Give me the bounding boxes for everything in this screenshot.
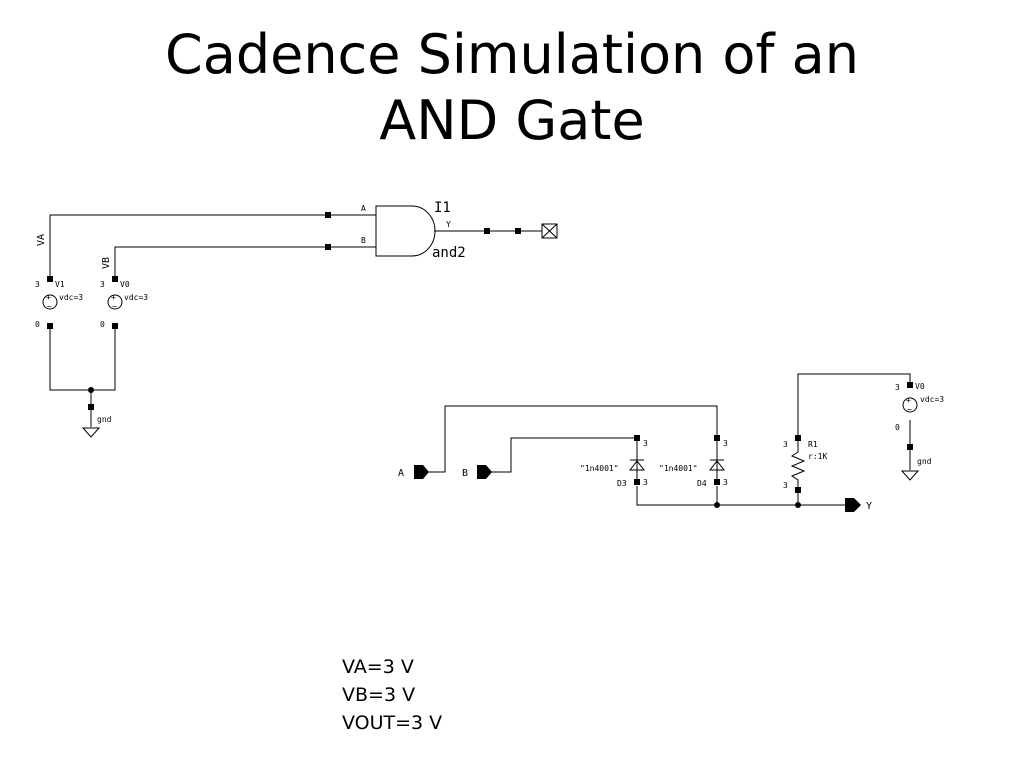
voltage-source-v0 <box>107 294 123 310</box>
d3-pin-top: 3 <box>643 439 648 448</box>
pin-marker <box>634 479 640 485</box>
gate-instance-label: I1 <box>434 200 451 216</box>
v1-value: vdc=3 <box>59 293 83 302</box>
v0b-pin-bottom: 0 <box>895 423 900 432</box>
simulation-results: VA=3 V VB=3 V VOUT=3 V <box>342 653 442 737</box>
r1-pin-top: 3 <box>783 440 788 449</box>
pin-marker <box>112 323 118 329</box>
input-b-label: B <box>462 468 468 479</box>
pin-marker <box>47 323 53 329</box>
pin-marker <box>515 228 521 234</box>
input-port-a <box>414 465 429 479</box>
d3-model: "1n4001" <box>580 464 619 473</box>
voltage-source-v0-2 <box>902 397 918 413</box>
diode-d4-symbol <box>708 460 726 471</box>
svg-text:−: − <box>47 302 52 311</box>
net-label-vb: VB <box>101 257 112 269</box>
pin-marker <box>795 487 801 493</box>
junction-dot <box>714 502 720 508</box>
d4-pin-bottom: 3 <box>723 478 728 487</box>
result-vout: VOUT=3 V <box>342 712 443 734</box>
d3-name: D3 <box>617 479 627 488</box>
d4-pin-top: 3 <box>723 439 728 448</box>
svg-text:+: + <box>111 293 116 302</box>
pin-marker <box>795 435 801 441</box>
ground2-label: gnd <box>917 457 932 466</box>
svg-text:+: + <box>46 293 51 302</box>
diode-d3-symbol <box>628 460 646 471</box>
input-a-label: A <box>398 468 404 479</box>
r1-value: r:1K <box>808 452 827 461</box>
wire-output-bus <box>636 486 845 506</box>
diode-schematic: A B Y 3 "1n4001" D3 3 3 "1n4001" D4 3 3 … <box>398 373 944 512</box>
v0-name: V0 <box>120 280 130 289</box>
gate-schematic: A B Y I1 and2 VA VB + − 3 V1 vdc=3 0 + −… <box>35 200 558 438</box>
title-line-2: AND Gate <box>379 89 645 152</box>
net-label-va: VA <box>36 234 47 246</box>
wire-vb <box>114 246 328 278</box>
r1-pin-bottom: 3 <box>783 481 788 490</box>
pin-marker <box>325 212 331 218</box>
gate-pin-b-label: B <box>361 236 366 245</box>
junction-dot <box>88 387 94 393</box>
input-port-b <box>477 465 492 479</box>
wire-input-a <box>429 405 718 473</box>
v1-pin-top: 3 <box>35 280 40 289</box>
pin-marker <box>112 276 118 282</box>
r1-name: R1 <box>808 440 818 449</box>
v0-value: vdc=3 <box>124 293 148 302</box>
ground-label: gnd <box>97 415 112 424</box>
voltage-source-v1 <box>42 294 58 310</box>
d4-name: D4 <box>697 479 707 488</box>
pin-marker <box>714 479 720 485</box>
output-port-y <box>845 498 861 512</box>
pin-marker <box>484 228 490 234</box>
pin-marker <box>325 244 331 250</box>
ground-symbol <box>900 470 920 481</box>
ground-symbol <box>81 427 101 438</box>
pin-marker <box>88 404 94 410</box>
v0b-name: V0 <box>915 382 925 391</box>
title-line-1: Cadence Simulation of an <box>165 23 859 86</box>
v0b-pin-top: 3 <box>895 383 900 392</box>
d4-model: "1n4001" <box>659 464 698 473</box>
pin-marker <box>634 435 640 441</box>
result-va: VA=3 V <box>342 656 414 678</box>
v1-pin-bottom: 0 <box>35 320 40 329</box>
page-title: Cadence Simulation of an AND Gate <box>0 22 1024 154</box>
wire-resistor-top <box>797 373 911 438</box>
gate-pin-a-label: A <box>361 204 366 213</box>
wire-va <box>49 214 328 278</box>
v0-pin-bottom: 0 <box>100 320 105 329</box>
result-vb: VB=3 V <box>342 684 416 706</box>
v0b-value: vdc=3 <box>920 395 944 404</box>
junction-dot <box>795 502 801 508</box>
wire-ground-loop <box>49 328 116 391</box>
pin-marker <box>714 435 720 441</box>
pin-marker <box>907 382 913 388</box>
pin-marker <box>907 444 913 450</box>
pin-marker <box>47 276 53 282</box>
gate-pin-y-label: Y <box>446 220 451 229</box>
and-gate-symbol <box>375 205 436 257</box>
v1-name: V1 <box>55 280 65 289</box>
wire-input-b <box>490 437 637 473</box>
svg-text:−: − <box>112 302 117 311</box>
svg-text:+: + <box>906 396 911 405</box>
output-terminal <box>541 223 558 239</box>
gate-cell-label: and2 <box>432 245 466 261</box>
output-y-label: Y <box>866 501 872 512</box>
resistor-r1-symbol <box>790 441 806 487</box>
d3-pin-bottom: 3 <box>643 478 648 487</box>
svg-text:−: − <box>907 405 912 414</box>
v0-pin-top: 3 <box>100 280 105 289</box>
